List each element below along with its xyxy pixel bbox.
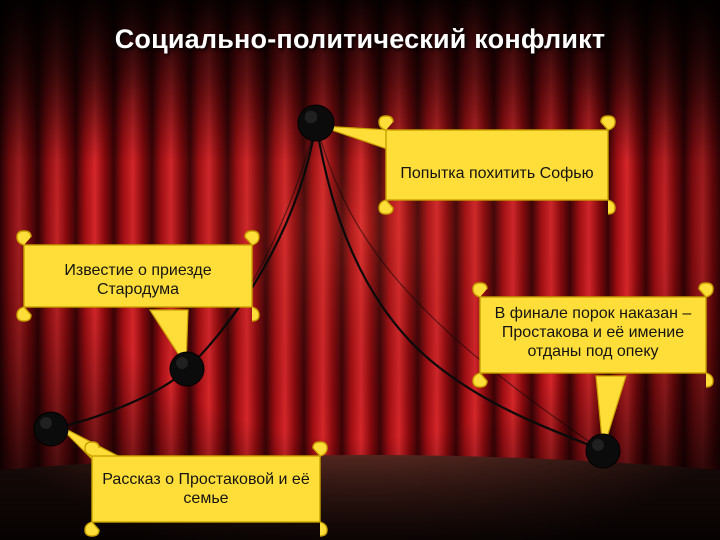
scroll-curl xyxy=(705,372,714,388)
scroll-curl xyxy=(698,282,714,298)
scroll-body xyxy=(91,455,321,523)
scroll-callout-resolution xyxy=(472,282,714,451)
event-label-resolution: В финале порок наказан – Простакова и её… xyxy=(494,304,692,360)
scroll-curl xyxy=(319,521,328,537)
scroll-curl xyxy=(16,306,32,322)
scroll-curl xyxy=(84,521,100,537)
plot-node-climax xyxy=(297,104,335,142)
node-highlight xyxy=(304,110,318,124)
scroll-curl xyxy=(600,115,616,131)
callout-pointer xyxy=(595,375,627,451)
event-label-setup: Известие о приезде Стародума xyxy=(64,262,212,298)
scroll-body xyxy=(385,129,609,201)
scroll-curl xyxy=(312,441,328,457)
scroll-curl xyxy=(472,282,488,298)
scroll-curl xyxy=(472,372,488,388)
callout-pointer xyxy=(148,309,189,368)
scroll-body xyxy=(479,296,707,374)
scroll-body xyxy=(23,244,253,308)
plot-node-setup xyxy=(169,351,205,387)
scroll-callout-climax xyxy=(319,115,616,215)
scroll-curl xyxy=(244,230,260,246)
node-highlight xyxy=(592,439,604,451)
scroll-curl xyxy=(84,441,100,457)
plot-node-resolution xyxy=(585,433,621,469)
event-label-climax: Попытка похитить Софью xyxy=(400,164,594,182)
scroll-curl xyxy=(378,199,394,215)
scroll-curl xyxy=(378,115,394,131)
scroll-curl xyxy=(16,230,32,246)
event-label-exposition: Рассказ о Простаковой и её семье xyxy=(102,471,310,507)
scroll-callout-exposition xyxy=(57,424,328,537)
scroll-curl xyxy=(607,199,616,215)
plot-node-exposition xyxy=(33,411,69,447)
node-highlight xyxy=(40,417,52,429)
slide-title: Социально-политический конфликт xyxy=(114,24,606,54)
scroll-callout-setup xyxy=(16,230,260,368)
scroll-curl xyxy=(251,306,260,322)
node-highlight xyxy=(176,357,188,369)
